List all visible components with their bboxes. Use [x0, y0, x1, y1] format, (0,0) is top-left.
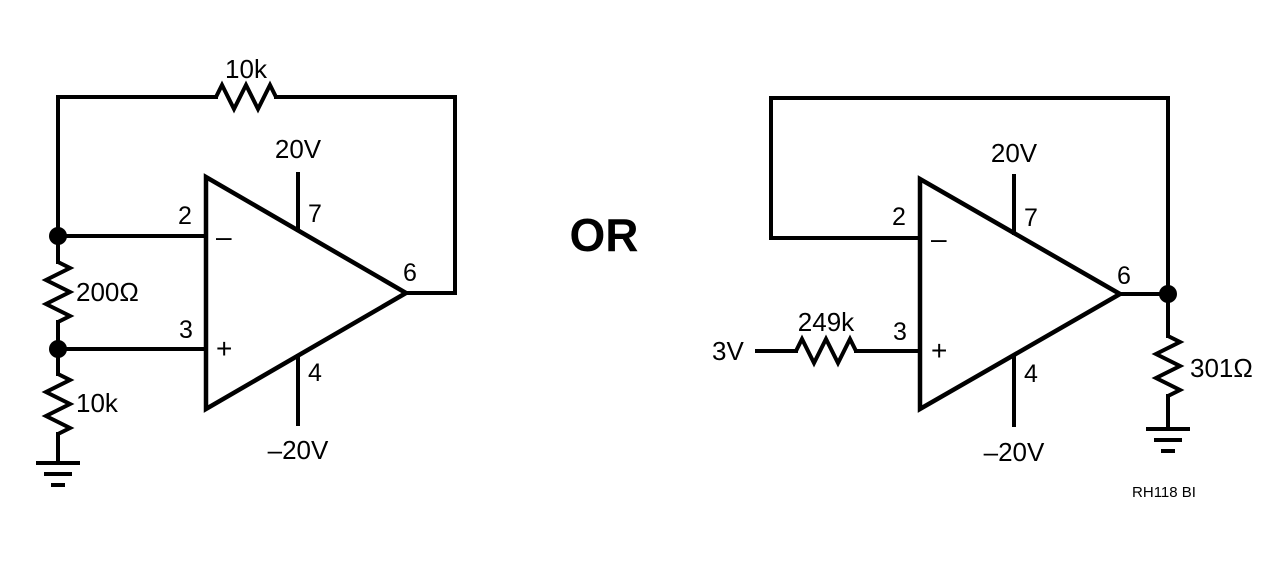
left-supply-positive-label: 20V	[275, 134, 322, 164]
left-pin-6-label: 6	[403, 259, 417, 287]
left-feedback-resistor-label: 10k	[225, 54, 268, 84]
right-plus-sign: +	[931, 335, 947, 366]
left-bottom-resistor-label: 10k	[76, 388, 119, 418]
figure-code: RH118 BI	[1132, 484, 1196, 501]
right-supply-positive-label: 20V	[991, 138, 1038, 168]
left-opamp-triangle	[203, 173, 411, 413]
or-separator: OR	[570, 209, 639, 261]
left-feedback-return-wire	[274, 95, 457, 295]
left-supply-negative-label: –20V	[268, 435, 329, 465]
right-pin-4-label: 4	[1024, 360, 1038, 388]
right-feedback-wire	[769, 96, 1170, 296]
left-plus-sign: +	[216, 333, 232, 364]
right-load-resistor	[1151, 334, 1185, 398]
right-minus-sign: –	[931, 223, 947, 254]
right-ground-icon	[1146, 427, 1190, 453]
left-minus-sign: –	[216, 221, 232, 252]
left-bottom-resistor	[41, 372, 75, 436]
left-circuit: 10k 200Ω 10k 20V –20V 2 3 7 4 6 – +	[36, 54, 457, 487]
right-supply-negative-label: –20V	[984, 437, 1045, 467]
right-pin-2-label: 2	[892, 203, 906, 231]
left-ground-icon	[36, 461, 80, 487]
left-gain-resistor-label: 200Ω	[76, 277, 139, 307]
right-input-voltage-label: 3V	[712, 336, 744, 366]
left-pin-7-label: 7	[308, 200, 322, 228]
right-output-junction	[1159, 285, 1177, 303]
right-opamp-triangle	[917, 175, 1125, 413]
left-gain-resistor	[41, 260, 75, 324]
right-load-resistor-label: 301Ω	[1190, 353, 1253, 383]
left-feedback-resistor	[214, 80, 278, 114]
right-circuit: 3V 249k 301Ω 20V –20V 2 3 7 4 6 – +	[712, 96, 1253, 467]
left-junction-bottom	[49, 340, 67, 358]
right-pin-7-label: 7	[1024, 204, 1038, 232]
left-pin-3-label: 3	[179, 316, 193, 344]
left-pin-4-label: 4	[308, 359, 322, 387]
left-junction-top	[49, 227, 67, 245]
left-pin-2-label: 2	[178, 202, 192, 230]
right-input-resistor-label: 249k	[798, 307, 855, 337]
right-pin-3-label: 3	[893, 318, 907, 346]
left-feedback-wire	[56, 95, 218, 238]
right-pin-6-label: 6	[1117, 262, 1131, 290]
right-input-resistor	[794, 334, 858, 368]
